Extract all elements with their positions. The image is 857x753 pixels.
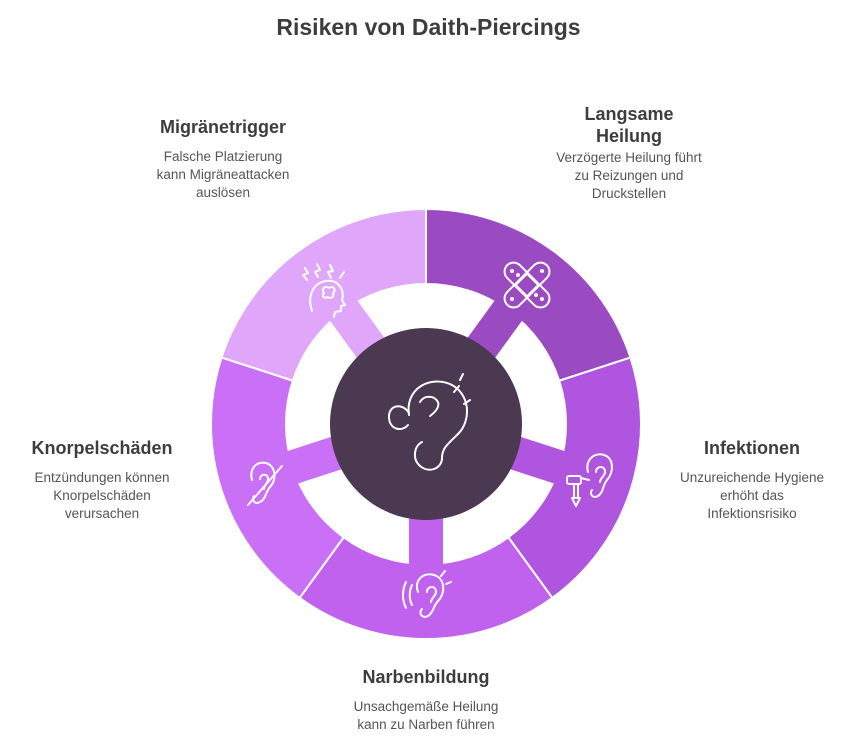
segment-description: Entzündungen können Knorpelschäden verur…: [34, 470, 170, 521]
segment-description: Falsche Platzierung kann Migräneattacken…: [156, 149, 290, 200]
segment-heading: Knorpelschäden: [31, 438, 173, 458]
ear-piercing-icon: [387, 373, 471, 471]
segment-heading: Narbenbildung: [362, 667, 490, 687]
head-alert-icon: [302, 263, 346, 318]
ear-off-icon: [247, 461, 283, 506]
segment-description: Verzögerte Heilung führt zu Reizungen un…: [556, 150, 702, 201]
center-circle: [330, 328, 522, 520]
ear-sound-icon: [402, 570, 452, 618]
ear-exam-icon: [566, 453, 613, 507]
page-title: Risiken von Daith-Piercings: [276, 14, 581, 40]
segment-heading: Infektionen: [703, 438, 800, 458]
segment-heading: Langsame Heilung: [584, 104, 674, 146]
segment-label-scar: Narbenbildung Unsachgemäße Heilung kann …: [316, 666, 536, 734]
segment-label-healing: Langsame Heilung Verzögerte Heilung führ…: [519, 103, 739, 203]
segment-description: Unzureichende Hygiene erhöht das Infekti…: [679, 470, 825, 521]
segment-label-infection: Infektionen Unzureichende Hygiene erhöht…: [652, 437, 852, 523]
bandage-icon: [503, 261, 551, 309]
segment-heading: Migränetrigger: [159, 117, 287, 137]
segment-description: Unsachgemäße Heilung kann zu Narben führ…: [353, 699, 499, 732]
segment-label-cartilage: Knorpelschäden Entzündungen können Knorp…: [12, 437, 192, 523]
segment-label-migraine: Migränetrigger Falsche Platzierung kann …: [132, 116, 314, 202]
